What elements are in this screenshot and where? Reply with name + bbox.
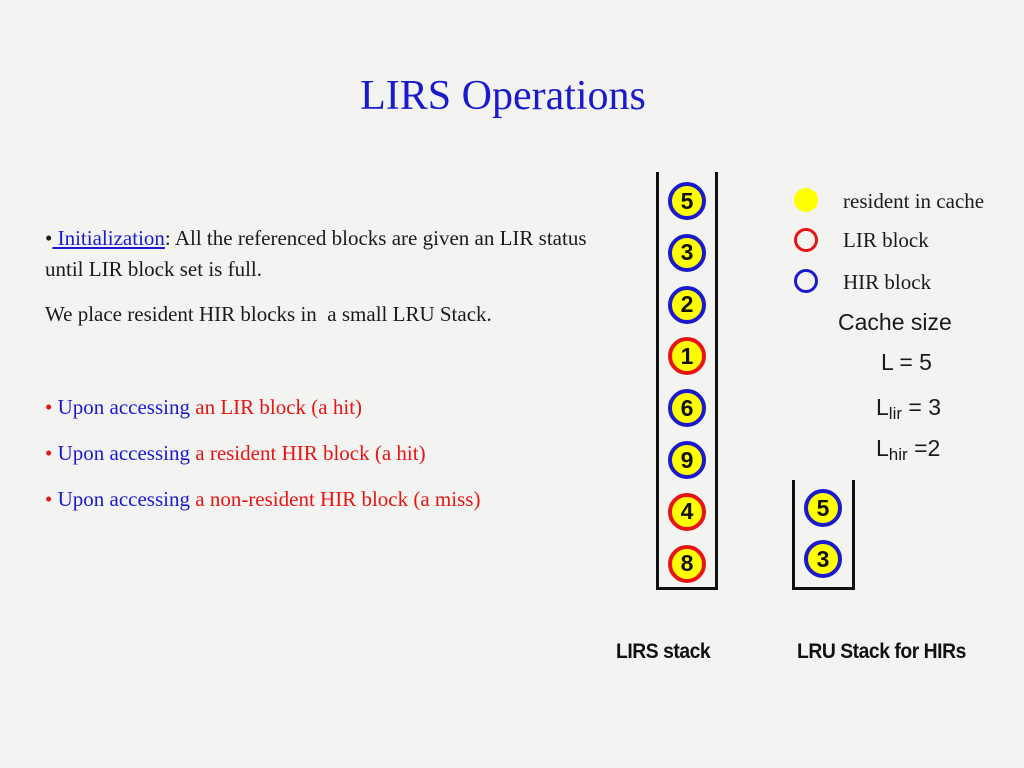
bullet-prefix: Upon accessing [52, 487, 196, 511]
block-label: 9 [680, 446, 694, 473]
lru-stack-caption: LRU Stack for HIRs [797, 640, 966, 663]
lir-subscript: lir [888, 404, 903, 423]
lirs-stack-caption: LIRS stack [616, 640, 711, 663]
bullet: • [45, 395, 53, 419]
block-label: 1 [680, 342, 694, 369]
hir-value: =2 [907, 435, 941, 461]
cache-size-hir: Lhir =2 [876, 434, 940, 469]
lir-value: = 3 [902, 394, 942, 420]
lir-symbol: L [876, 394, 889, 420]
block-label: 5 [816, 494, 830, 521]
cache-size-lir: Llir = 3 [876, 393, 941, 428]
block-label: 3 [816, 545, 830, 572]
initialization-link[interactable]: Initialization [52, 226, 165, 250]
bullet-prefix: Upon accessing [52, 395, 196, 419]
block-label: 8 [680, 550, 694, 577]
block-label: 4 [680, 498, 694, 525]
lru-stack-bottom [792, 587, 855, 590]
legend-resident-label: resident in cache [843, 189, 985, 213]
bullet-resident-hir-hit: • Upon accessing a resident HIR block (a… [45, 438, 426, 469]
lirs-block-2: 2 [668, 285, 706, 324]
lru-block-3: 3 [804, 540, 842, 578]
block-label: 6 [680, 394, 694, 421]
block-label: 3 [680, 239, 694, 266]
bullet-nonresident-hir-miss: • Upon accessing a non-resident HIR bloc… [45, 484, 480, 515]
lirs-stack-right-wall [715, 172, 718, 590]
hir-ring-icon [794, 269, 818, 293]
lru-block-5: 5 [804, 489, 842, 527]
bullet-highlight: a resident HIR block (a hit) [195, 441, 426, 465]
lirs-block-4: 4 [668, 492, 706, 531]
legend-hir-label: HIR block [843, 270, 932, 294]
bullet: • [45, 441, 53, 465]
block-label: 5 [680, 187, 694, 214]
lirs-block-6: 6 [668, 389, 706, 428]
bullet-lir-hit: • Upon accessing an LIR block (a hit) [45, 392, 362, 423]
bullet-prefix: Upon accessing [52, 441, 196, 465]
bullet-highlight: an LIR block (a hit) [195, 395, 363, 419]
lirs-block-9: 9 [668, 441, 706, 479]
legend-lir-label: LIR block [843, 228, 929, 252]
initialization-paragraph: • Initialization: All the referenced blo… [45, 223, 605, 285]
lru-stack-left-wall [792, 480, 795, 590]
cache-size-title: Cache size [838, 309, 952, 335]
lirs-block-3: 3 [668, 233, 706, 272]
lru-stack-right-wall [852, 480, 855, 590]
initialization-text: : All the referenced blocks are given an… [45, 226, 587, 281]
lirs-block-8: 8 [668, 544, 706, 583]
block-label: 2 [680, 291, 694, 318]
slide-title: LIRS Operations [360, 73, 646, 119]
placement-paragraph: We place resident HIR blocks in a small … [45, 302, 492, 326]
lir-ring-icon [794, 228, 818, 252]
bullet: • [45, 487, 53, 511]
hir-symbol: L [876, 435, 889, 461]
cache-size-total: L = 5 [881, 349, 932, 375]
lirs-stack-bottom [656, 587, 718, 590]
bullet-highlight: a non-resident HIR block (a miss) [195, 487, 481, 511]
hir-subscript: hir [888, 445, 908, 464]
bullet: • [45, 226, 53, 250]
resident-dot-icon [794, 188, 818, 212]
lirs-block-5: 5 [668, 182, 706, 220]
lirs-stack-left-wall [656, 172, 659, 590]
lirs-block-1: 1 [668, 337, 706, 376]
